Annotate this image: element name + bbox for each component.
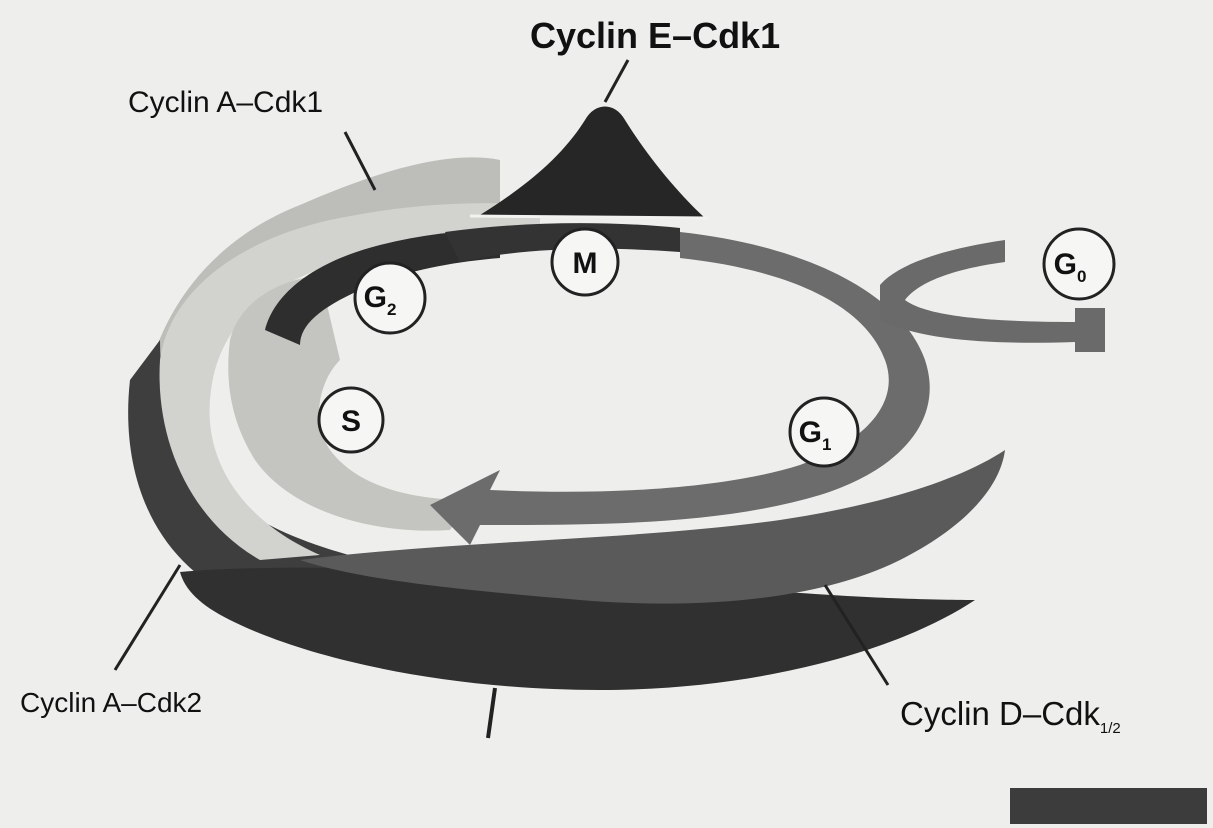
phase-s-label: S — [341, 405, 361, 438]
cyclin-e-cdk1-label: Cyclin E–Cdk1 — [530, 15, 780, 56]
phase-m-label: M — [573, 247, 598, 280]
phase-g0-marker: G0 — [1044, 229, 1114, 299]
phase-g1-marker: G1 — [790, 398, 858, 466]
phase-m-marker: M — [552, 229, 618, 295]
cyclin-d-cdk-label: Cyclin D–Cdk1/2 — [900, 695, 1121, 737]
phase-g2-marker: G2 — [355, 263, 425, 333]
scale-box — [1010, 788, 1207, 824]
peak-base-line — [470, 216, 708, 218]
cyclin-a-cdk1-label: Cyclin A–Cdk1 — [128, 86, 323, 119]
cyclin-a-cdk2-label: Cyclin A–Cdk2 — [20, 687, 202, 718]
phase-s-marker: S — [319, 388, 383, 452]
